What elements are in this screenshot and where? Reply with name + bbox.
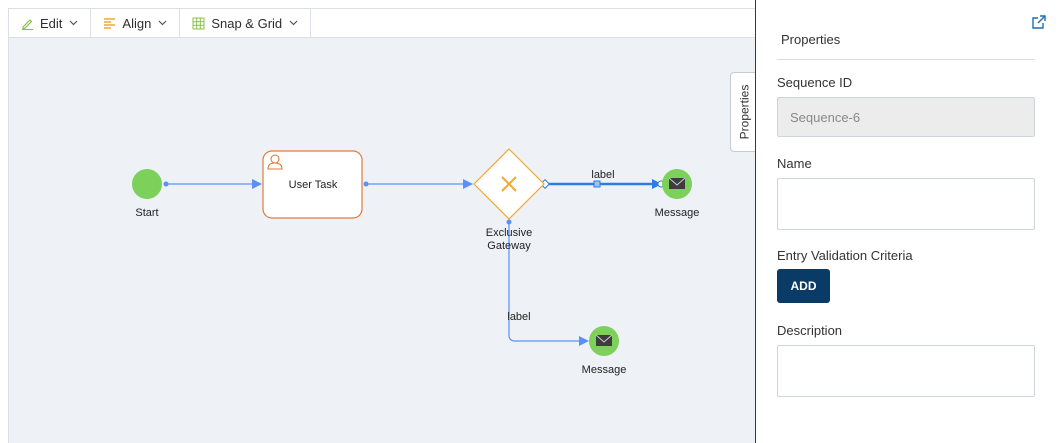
- sequence-id-label: Sequence ID: [777, 75, 853, 90]
- sequence-id-field: [777, 97, 1035, 137]
- flow-label-bottom[interactable]: label: [507, 311, 530, 323]
- snap-grid-menu-label: Snap & Grid: [211, 15, 283, 31]
- pencil-icon: [21, 17, 34, 30]
- flow-label-top[interactable]: label: [591, 169, 614, 181]
- panel-title: Properties: [781, 32, 841, 47]
- align-left-icon: [103, 17, 116, 29]
- panel-divider: [777, 59, 1035, 60]
- gateway-label-line1: Exclusive: [486, 227, 532, 239]
- flow-task-to-gateway[interactable]: [363, 179, 473, 189]
- add-criteria-button[interactable]: ADD: [777, 269, 830, 303]
- description-label: Description: [777, 323, 843, 338]
- chevron-down-icon: [289, 20, 298, 26]
- envelope-icon: [668, 177, 686, 189]
- chevron-down-icon: [69, 20, 78, 26]
- bpmn-diagram: Start User Task Exclusive Gateway: [132, 148, 700, 376]
- message-top-label: Message: [655, 207, 700, 219]
- message-event-bottom[interactable]: [589, 326, 619, 356]
- properties-panel: Properties Sequence ID Name Entry Valida…: [755, 0, 1064, 443]
- snap-grid-menu-button[interactable]: Snap & Grid: [180, 9, 312, 37]
- flow-gateway-to-message-bottom[interactable]: [506, 219, 589, 346]
- edit-menu-button[interactable]: Edit: [9, 9, 92, 37]
- flow-gateway-to-message-top[interactable]: [540, 179, 665, 189]
- user-icon: [267, 154, 283, 170]
- edit-menu-label: Edit: [40, 15, 63, 31]
- entry-validation-label: Entry Validation Criteria: [777, 248, 913, 263]
- grid-icon: [192, 17, 205, 30]
- envelope-icon: [595, 334, 613, 346]
- popout-icon[interactable]: [1031, 14, 1047, 35]
- x-mark-icon: [501, 176, 517, 192]
- align-menu-button[interactable]: Align: [91, 9, 181, 37]
- properties-side-tab[interactable]: Properties: [730, 72, 757, 152]
- exclusive-gateway[interactable]: [473, 148, 545, 220]
- start-event-label: Start: [135, 207, 158, 219]
- diagram-toolbar: Edit Align Snap & Grid: [8, 8, 756, 38]
- name-label: Name: [777, 156, 812, 171]
- start-event[interactable]: [132, 169, 162, 199]
- flow-start-to-task[interactable]: [163, 179, 262, 189]
- chevron-down-icon: [158, 20, 167, 26]
- properties-side-tab-label: Properties: [737, 84, 752, 140]
- gateway-label-line2: Gateway: [487, 240, 531, 252]
- description-field[interactable]: [777, 345, 1035, 397]
- name-field[interactable]: [777, 178, 1035, 230]
- align-menu-label: Align: [122, 15, 152, 31]
- diagram-canvas[interactable]: Start User Task Exclusive Gateway: [8, 38, 756, 443]
- user-task[interactable]: [262, 150, 363, 219]
- user-task-label: User Task: [289, 179, 338, 191]
- message-bottom-label: Message: [582, 364, 627, 376]
- message-event-top[interactable]: [662, 169, 692, 199]
